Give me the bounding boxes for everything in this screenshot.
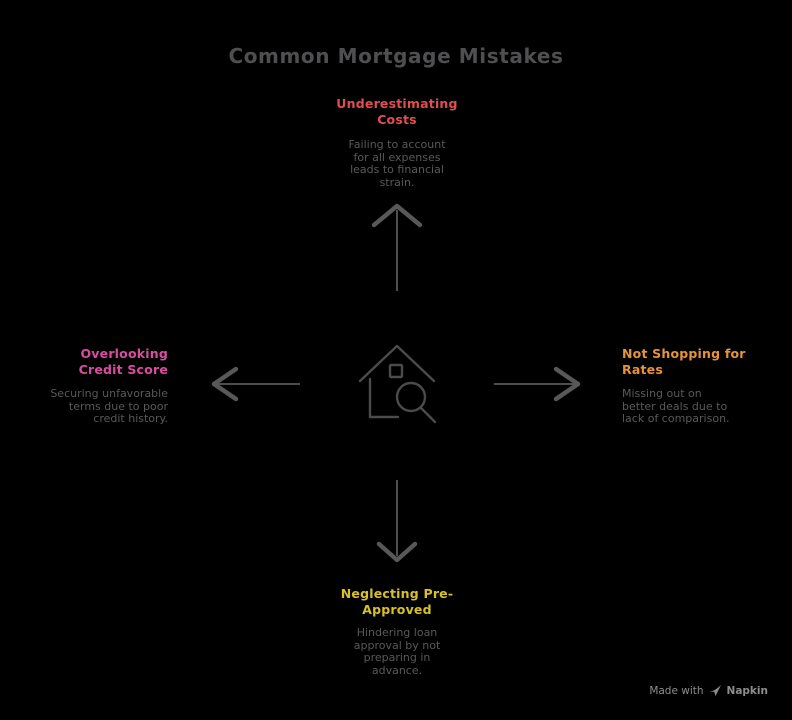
node-left-body: Securing unfavorable terms due to poor c… xyxy=(50,387,168,426)
node-top-body: Failing to account for all expenses lead… xyxy=(348,138,446,189)
node-top: Underestimating Costs Failing to account… xyxy=(307,96,487,189)
down-arrow-icon xyxy=(376,480,418,563)
made-with-label: Made with xyxy=(649,684,704,697)
node-left: Overlooking Credit Score Securing unfavo… xyxy=(28,346,168,426)
page-title: Common Mortgage Mistakes xyxy=(228,44,564,68)
node-bottom-heading: Neglecting Pre- Approved xyxy=(340,586,454,617)
up-arrow-icon xyxy=(371,203,423,291)
node-left-heading: Overlooking Credit Score xyxy=(78,346,168,377)
node-bottom: Neglecting Pre- Approved Hindering loan … xyxy=(307,586,487,677)
left-arrow-icon xyxy=(211,366,300,402)
node-top-heading: Underestimating Costs xyxy=(336,96,458,127)
napkin-brand-label: Napkin xyxy=(726,684,768,697)
node-right: Not Shopping for Rates Missing out on be… xyxy=(622,346,772,426)
made-with-napkin-link[interactable]: Made with Napkin xyxy=(649,684,768,697)
node-bottom-body: Hindering loan approval by not preparing… xyxy=(353,626,441,677)
node-right-body: Missing out on better deals due to lack … xyxy=(622,387,730,426)
right-arrow-icon xyxy=(494,366,581,402)
napkin-logo-icon xyxy=(709,685,721,696)
node-right-heading: Not Shopping for Rates xyxy=(622,346,746,377)
